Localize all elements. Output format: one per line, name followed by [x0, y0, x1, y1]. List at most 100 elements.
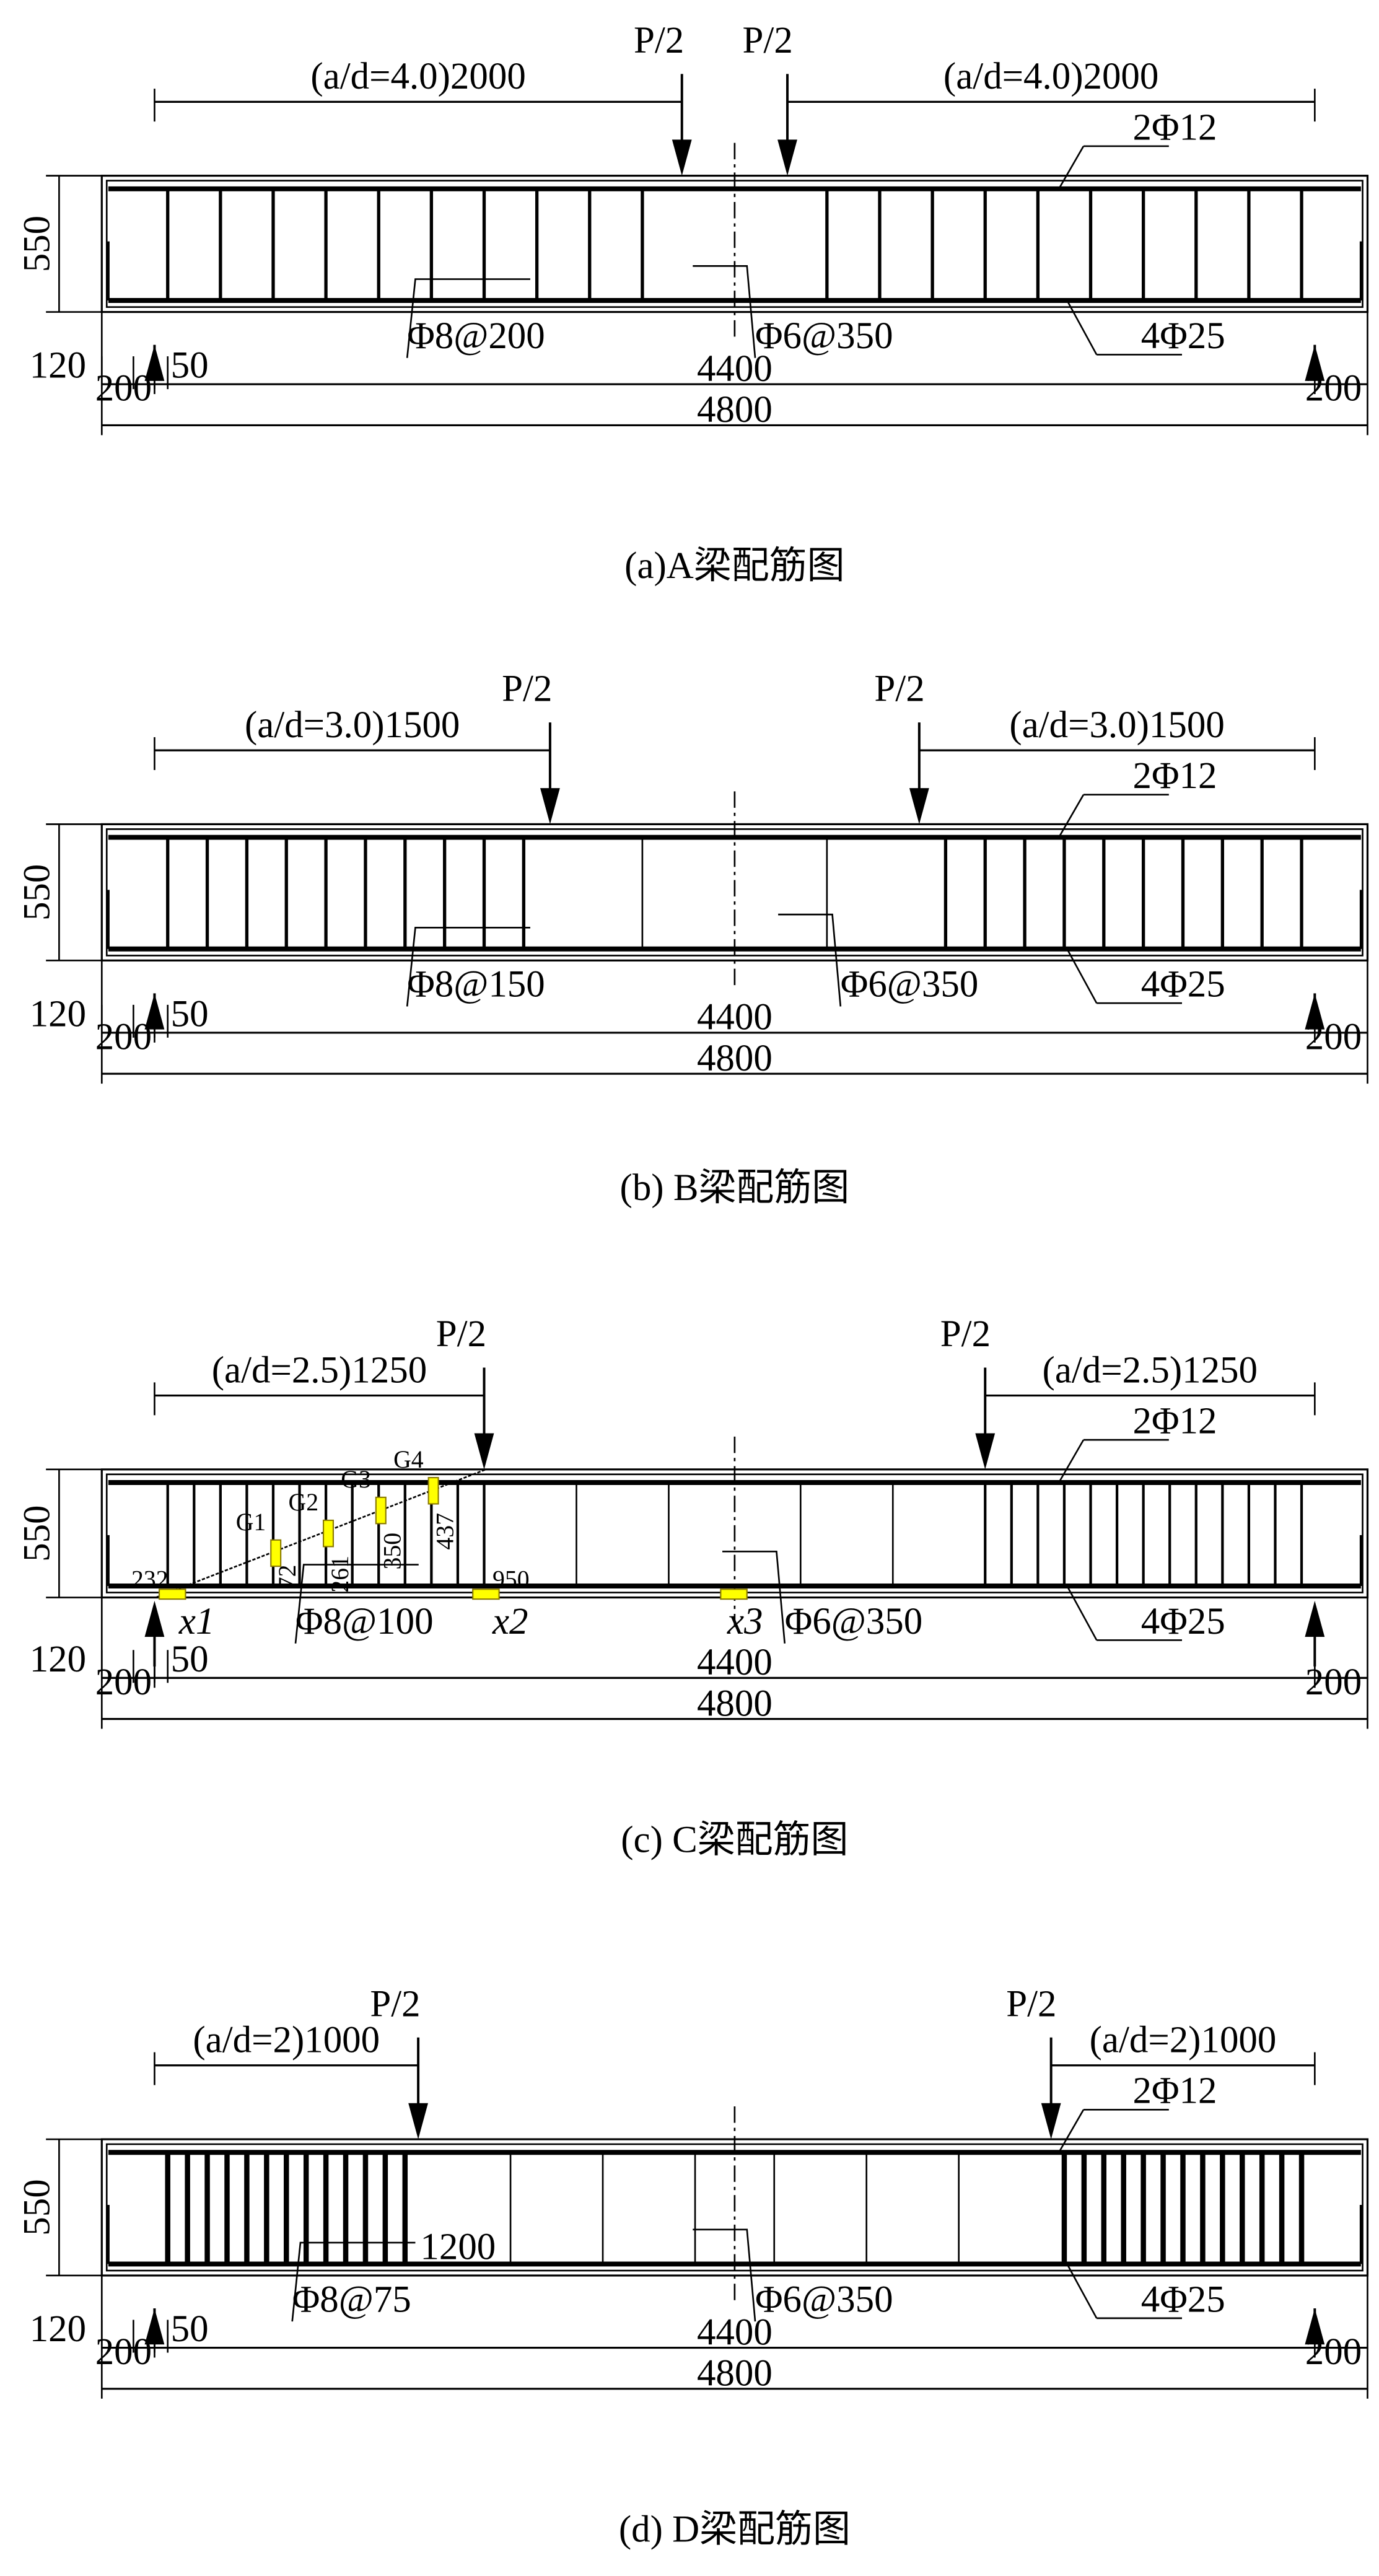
- span-dim-label: 4400: [697, 348, 773, 390]
- load-label-left: P/2: [370, 1983, 420, 2025]
- load-arrow-left-icon: [474, 1433, 494, 1470]
- bottom-bar-label: 4Φ25: [1141, 964, 1225, 1005]
- leader: [1066, 300, 1098, 356]
- leader: [406, 278, 530, 358]
- top-bar-label: 2Φ12: [1133, 1401, 1217, 1442]
- dim-950-label: 950: [492, 1566, 530, 1593]
- support-left-dim-label: 200: [95, 2331, 152, 2373]
- bottom-bar-label: 4Φ25: [1141, 1601, 1225, 1642]
- bottom-bar-label: 4Φ25: [1141, 315, 1225, 357]
- support-left-dim-label: 200: [95, 1662, 152, 1703]
- stirrup-mid-label: Φ6@350: [755, 315, 893, 357]
- total-dim-label: 4800: [697, 2353, 773, 2394]
- support-right-dim-label: 200: [1305, 368, 1362, 410]
- gauge-label-4: G4: [393, 1446, 424, 1473]
- total-dim-label: 4800: [697, 1683, 773, 1724]
- point-label-2: x2: [492, 1601, 528, 1642]
- stirrup-mid-label: Φ6@350: [785, 1601, 923, 1642]
- dim-120-label: 120: [30, 1639, 86, 1680]
- support-arrow-right-icon: [1305, 1600, 1325, 1637]
- strain-gauge-4: [427, 1477, 439, 1505]
- panel-caption: (b) B梁配筋图: [620, 1167, 850, 1209]
- stirrup-extent-label: 1200: [420, 2226, 496, 2267]
- load-arrow-right-icon: [777, 139, 797, 176]
- load-label-right: P/2: [940, 1313, 991, 1355]
- load-arrow-right-icon: [909, 788, 929, 825]
- span-dim-label: 4400: [697, 1642, 773, 1683]
- support-right-dim-label: 200: [1305, 1016, 1362, 1058]
- top-bar-label: 2Φ12: [1133, 755, 1217, 797]
- leader: [1066, 948, 1098, 1004]
- dim-50-label: 50: [171, 993, 209, 1035]
- load-arrow-left-icon: [408, 2103, 428, 2140]
- support-right-dim-label: 200: [1305, 2331, 1362, 2373]
- strain-gauge-2: [322, 1519, 335, 1548]
- panel-caption: (d) D梁配筋图: [619, 2508, 851, 2550]
- gauge-label-1: G1: [236, 1509, 266, 1536]
- support-arrow-right-icon: [1305, 2308, 1325, 2345]
- stirrup-mid-label: Φ6@350: [755, 2279, 893, 2320]
- load-arrow-right-icon: [1041, 2103, 1061, 2140]
- right-span-label: (a/d=2.5)1250: [1043, 1349, 1258, 1391]
- left-span-label: (a/d=2.5)1250: [212, 1349, 427, 1391]
- strain-gauge-1: [270, 1539, 282, 1567]
- stirrup-shear-label: Φ8@75: [292, 2279, 411, 2320]
- stirrup-shear-label: Φ8@150: [407, 964, 545, 1005]
- strain-gauge-3: [375, 1496, 387, 1525]
- leader: [722, 1550, 786, 1644]
- leader: [1058, 146, 1085, 190]
- gauge-label-3: G3: [341, 1466, 371, 1493]
- total-dim-label: 4800: [697, 389, 773, 431]
- leader: [693, 265, 756, 358]
- total-dim-label: 4800: [697, 1038, 773, 1079]
- point-label-3: x3: [727, 1601, 763, 1642]
- height-label: 550: [17, 864, 58, 921]
- leader: [778, 913, 842, 1007]
- load-label-right: P/2: [743, 20, 793, 61]
- load-label-right: P/2: [1006, 1983, 1056, 2025]
- load-label-left: P/2: [502, 668, 552, 710]
- leader: [1058, 2109, 1085, 2153]
- support-left-dim-label: 200: [95, 368, 152, 410]
- leader: [1066, 1585, 1098, 1641]
- load-arrow-right-icon: [975, 1433, 996, 1470]
- support-arrow-left-icon: [144, 1600, 165, 1637]
- dim-120-label: 120: [30, 345, 86, 387]
- height-label: 550: [17, 216, 58, 272]
- point-label-1: x1: [178, 1601, 215, 1642]
- load-label-right: P/2: [874, 668, 924, 710]
- bottom-gauge-3: [720, 1588, 748, 1600]
- leader: [1058, 794, 1085, 838]
- height-label: 550: [16, 2179, 58, 2235]
- left-span-label: (a/d=2)1000: [193, 2020, 380, 2061]
- support-arrow-right-icon: [1305, 993, 1325, 1030]
- bottom-gauge-2: [472, 1588, 500, 1600]
- gauge-height-2: 261: [326, 1556, 354, 1593]
- dim-50-label: 50: [171, 2308, 209, 2350]
- gauge-height-4: 437: [431, 1513, 458, 1550]
- support-left-dim-label: 200: [95, 1016, 152, 1058]
- leader: [294, 1564, 419, 1644]
- load-arrow-left-icon: [672, 139, 692, 176]
- left-span-label: (a/d=4.0)2000: [310, 56, 525, 97]
- load-label-left: P/2: [436, 1313, 486, 1355]
- stirrup-shear-label: Φ8@100: [296, 1601, 434, 1642]
- leader: [406, 926, 530, 1007]
- leader: [291, 2241, 416, 2322]
- leader: [1058, 1439, 1085, 1483]
- load-label-left: P/2: [634, 20, 684, 61]
- top-bar-label: 2Φ12: [1133, 107, 1217, 148]
- top-bar-label: 2Φ12: [1133, 2070, 1217, 2112]
- bottom-bar-label: 4Φ25: [1141, 2279, 1225, 2320]
- panel-caption: (c) C梁配筋图: [621, 1819, 848, 1860]
- dim-120-label: 120: [30, 993, 86, 1035]
- dim-232-label: 232: [131, 1566, 169, 1593]
- stirrup-mid-label: Φ6@350: [841, 964, 979, 1005]
- bottom-gauge-1: [158, 1588, 186, 1600]
- support-right-dim-label: 200: [1305, 1662, 1362, 1703]
